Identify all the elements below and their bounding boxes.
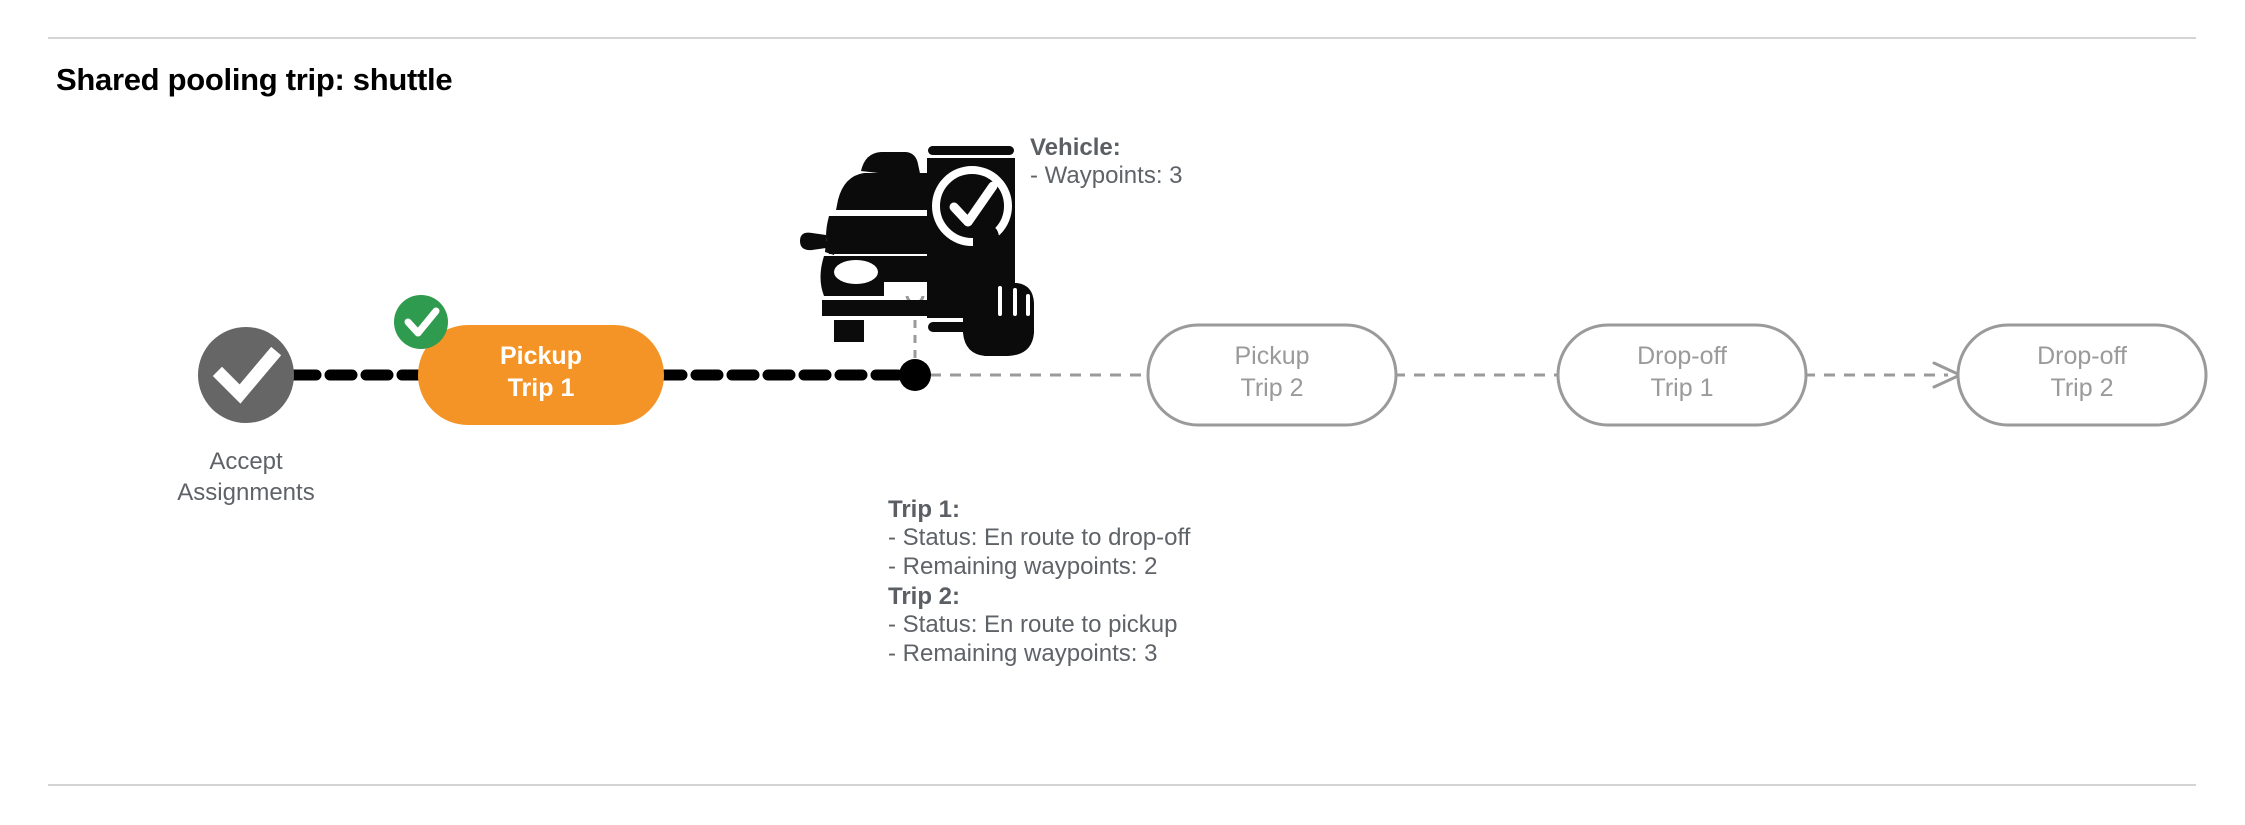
vehicle-annotation-waypoints: - Waypoints: 3 [1030,162,1183,190]
trip-1-annotation-waypoints: - Remaining waypoints: 2 [888,552,1158,580]
trip-2-annotation-status: - Status: En route to pickup [888,611,1178,639]
bottom-divider [48,784,2196,786]
trip-1-annotation-title: Trip 1: [888,496,961,523]
current-position-dot [899,359,931,391]
node-drop-off-trip-2 [1956,323,2208,427]
node-pickup-trip-1 [418,325,664,425]
trips-annotation: Trip 1: - Status: En route to drop-off -… [888,494,1190,668]
page-title: Shared pooling trip: shuttle [56,62,453,97]
check-circle-icon [212,346,282,404]
vehicle-app-icon [800,146,1034,356]
trip-2-annotation-waypoints: - Remaining waypoints: 3 [888,639,1158,667]
check-badge-icon-bg [394,295,448,349]
node-drop-off-trip-1 [1556,323,1808,427]
accept-assignments-circle [198,327,294,423]
accept-assignments-line2: Assignments [177,479,315,507]
accept-assignments-label: Accept Assignments [126,446,366,508]
trip-1-annotation-status: - Status: En route to drop-off [888,524,1191,552]
check-badge-icon [404,307,440,337]
top-divider [48,37,2196,39]
accept-assignments-line1: Accept [209,448,283,475]
node-pickup-trip-2 [1146,323,1398,427]
vehicle-annotation-title: Vehicle: [1030,134,1121,161]
vehicle-annotation: Vehicle: - Waypoints: 3 [1030,134,1183,191]
trip-2-annotation-title: Trip 2: [888,582,961,610]
